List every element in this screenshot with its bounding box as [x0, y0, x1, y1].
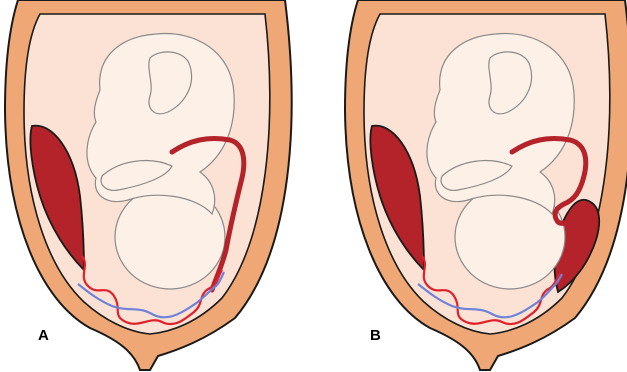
panel-b-label: B [370, 327, 381, 344]
panel-a-label: A [38, 327, 49, 344]
panel-b: B [345, 0, 627, 370]
panel-a: A [5, 0, 292, 370]
